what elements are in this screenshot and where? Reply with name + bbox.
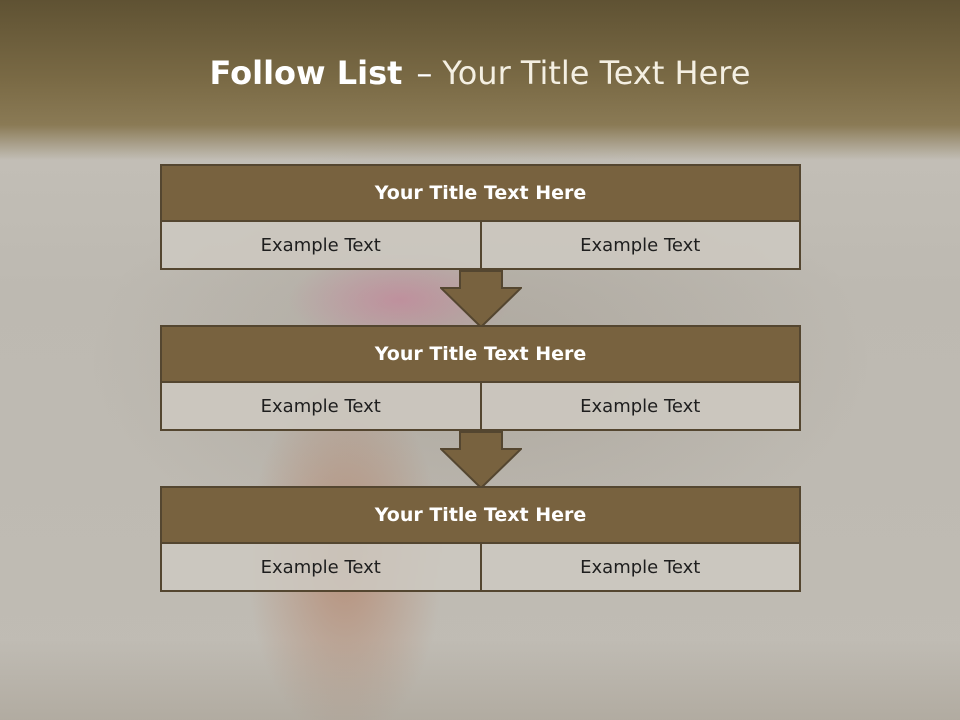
block-title[interactable]: Your Title Text Here (160, 325, 801, 383)
list-block-2: Your Title Text Here Example Text Exampl… (160, 325, 801, 431)
block-row: Example Text Example Text (160, 381, 801, 431)
block-title[interactable]: Your Title Text Here (160, 164, 801, 222)
down-arrow-icon (440, 431, 522, 489)
block-cell-right[interactable]: Example Text (479, 542, 801, 592)
block-cell-left[interactable]: Example Text (160, 220, 482, 270)
down-arrow-icon (440, 270, 522, 328)
page-title-dash: – (416, 54, 433, 92)
list-block-3: Your Title Text Here Example Text Exampl… (160, 486, 801, 592)
list-block-1: Your Title Text Here Example Text Exampl… (160, 164, 801, 270)
block-cell-left[interactable]: Example Text (160, 542, 482, 592)
block-cell-right[interactable]: Example Text (479, 220, 801, 270)
block-cell-left[interactable]: Example Text (160, 381, 482, 431)
block-row: Example Text Example Text (160, 542, 801, 592)
block-cell-right[interactable]: Example Text (479, 381, 801, 431)
block-row: Example Text Example Text (160, 220, 801, 270)
page-title-rest: Your Title Text Here (442, 54, 751, 92)
page-title: Follow List–Your Title Text Here (0, 54, 960, 92)
background-table-surface (0, 640, 960, 720)
header-band (0, 0, 960, 160)
page-title-strong: Follow List (209, 54, 403, 92)
block-title[interactable]: Your Title Text Here (160, 486, 801, 544)
